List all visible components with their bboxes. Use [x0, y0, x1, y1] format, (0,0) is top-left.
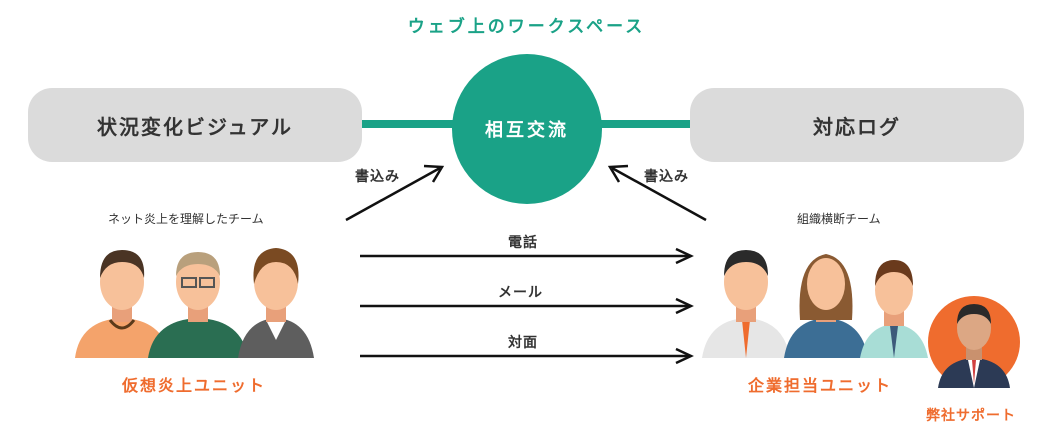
write-arrow-left [345, 164, 445, 222]
person-icon [784, 254, 868, 358]
channel-arrow-face [360, 347, 694, 365]
write-label-right: 書込み [644, 169, 689, 185]
workspace-title: ウェブ上のワークスペース [407, 17, 646, 37]
left-team-illustration [75, 248, 314, 358]
status-visual-label: 状況変化ビジュアル [97, 114, 293, 139]
person-icon [75, 250, 170, 358]
channel-arrow-phone [360, 247, 694, 265]
person-icon [702, 250, 790, 358]
corporate-unit-label: 企業担当ユニット [748, 376, 893, 395]
person-icon [148, 252, 248, 358]
channel-label-mail: メール [498, 285, 543, 301]
connector-left [362, 120, 457, 128]
support-person-icon [938, 304, 1010, 388]
write-arrow-right [607, 164, 707, 222]
channel-label-phone: 電話 [508, 235, 538, 251]
interaction-label: 相互交流 [485, 120, 569, 141]
interaction-circle: 相互交流 [452, 54, 602, 204]
left-team-caption: ネット炎上を理解したチーム [108, 212, 264, 226]
right-team-caption: 組織横断チーム [797, 212, 881, 226]
support-illustration [928, 296, 1020, 388]
right-team-illustration [702, 250, 928, 358]
response-log-box: 対応ログ [690, 88, 1024, 162]
response-log-label: 対応ログ [813, 114, 901, 139]
status-visual-box: 状況変化ビジュアル [28, 88, 362, 162]
virtual-flame-unit-label: 仮想炎上ユニット [122, 376, 267, 395]
channel-label-face: 対面 [508, 335, 538, 351]
person-icon [860, 260, 928, 358]
person-icon [238, 248, 314, 358]
support-label: 弊社サポート [926, 408, 1016, 424]
channel-arrow-mail [360, 297, 694, 315]
connector-right [596, 120, 690, 128]
write-label-left: 書込み [355, 169, 400, 185]
